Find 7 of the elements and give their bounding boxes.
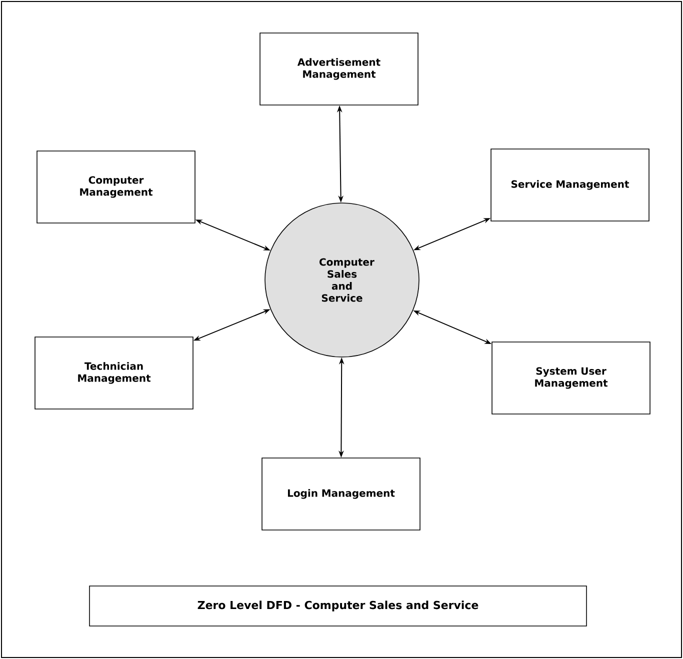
entity-box: Service Management xyxy=(490,148,650,222)
entity-box: Computer Management xyxy=(36,150,196,224)
entity-box: System User Management xyxy=(492,342,650,414)
entity-box: Advertisement Management xyxy=(260,32,418,106)
title-box: Zero Level DFD - Computer Sales and Service xyxy=(89,586,587,626)
entity-box: Technician Management xyxy=(34,336,194,410)
entity-box: Login Management xyxy=(262,458,420,530)
